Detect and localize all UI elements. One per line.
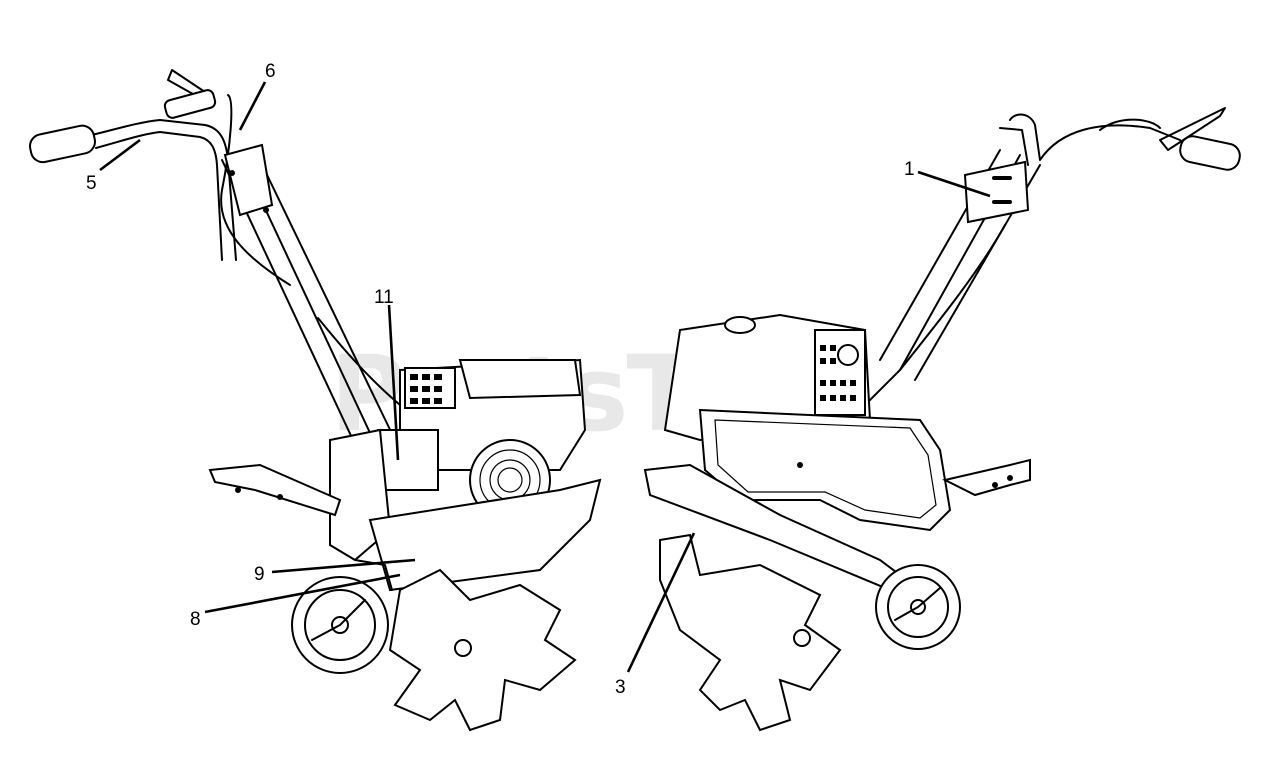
left-tines — [388, 568, 577, 732]
right-tines — [659, 533, 842, 732]
right-hand-grip — [1179, 135, 1241, 171]
right-handle-bracket — [963, 160, 1030, 224]
left-control-cable — [220, 94, 291, 286]
right-depth-bar — [942, 458, 1031, 497]
callout-leader-6 — [238, 81, 267, 131]
callout-leader-5 — [99, 138, 141, 172]
callout-label-11: 11 — [374, 287, 394, 308]
callout-label-5: 5 — [86, 173, 97, 194]
callout-leader-11 — [387, 304, 400, 461]
callout-label-8: 8 — [190, 609, 201, 630]
left-handle-bracket — [223, 143, 274, 217]
callout-leader-1 — [917, 170, 991, 198]
left-handlebar — [91, 119, 237, 261]
callout-label-3: 3 — [615, 677, 626, 698]
left-fuel-tank-part — [377, 429, 439, 491]
callout-label-6: 6 — [265, 61, 276, 82]
right-control-cable — [859, 224, 1006, 411]
callout-leader-9 — [271, 558, 416, 574]
callout-leader-3 — [626, 532, 696, 673]
right-tiller-illustration — [643, 107, 1241, 732]
right-engine-grille — [814, 329, 866, 416]
callouts: 1 3 5 6 8 9 11 — [86, 61, 991, 698]
left-depth-bar — [208, 463, 342, 517]
left-hand-grip — [29, 124, 96, 164]
right-handlebar — [1009, 113, 1181, 161]
callout-label-1: 1 — [904, 159, 915, 180]
callout-label-9: 9 — [254, 564, 265, 585]
left-tiller-illustration — [29, 69, 602, 732]
callout-leader-8 — [204, 573, 401, 614]
